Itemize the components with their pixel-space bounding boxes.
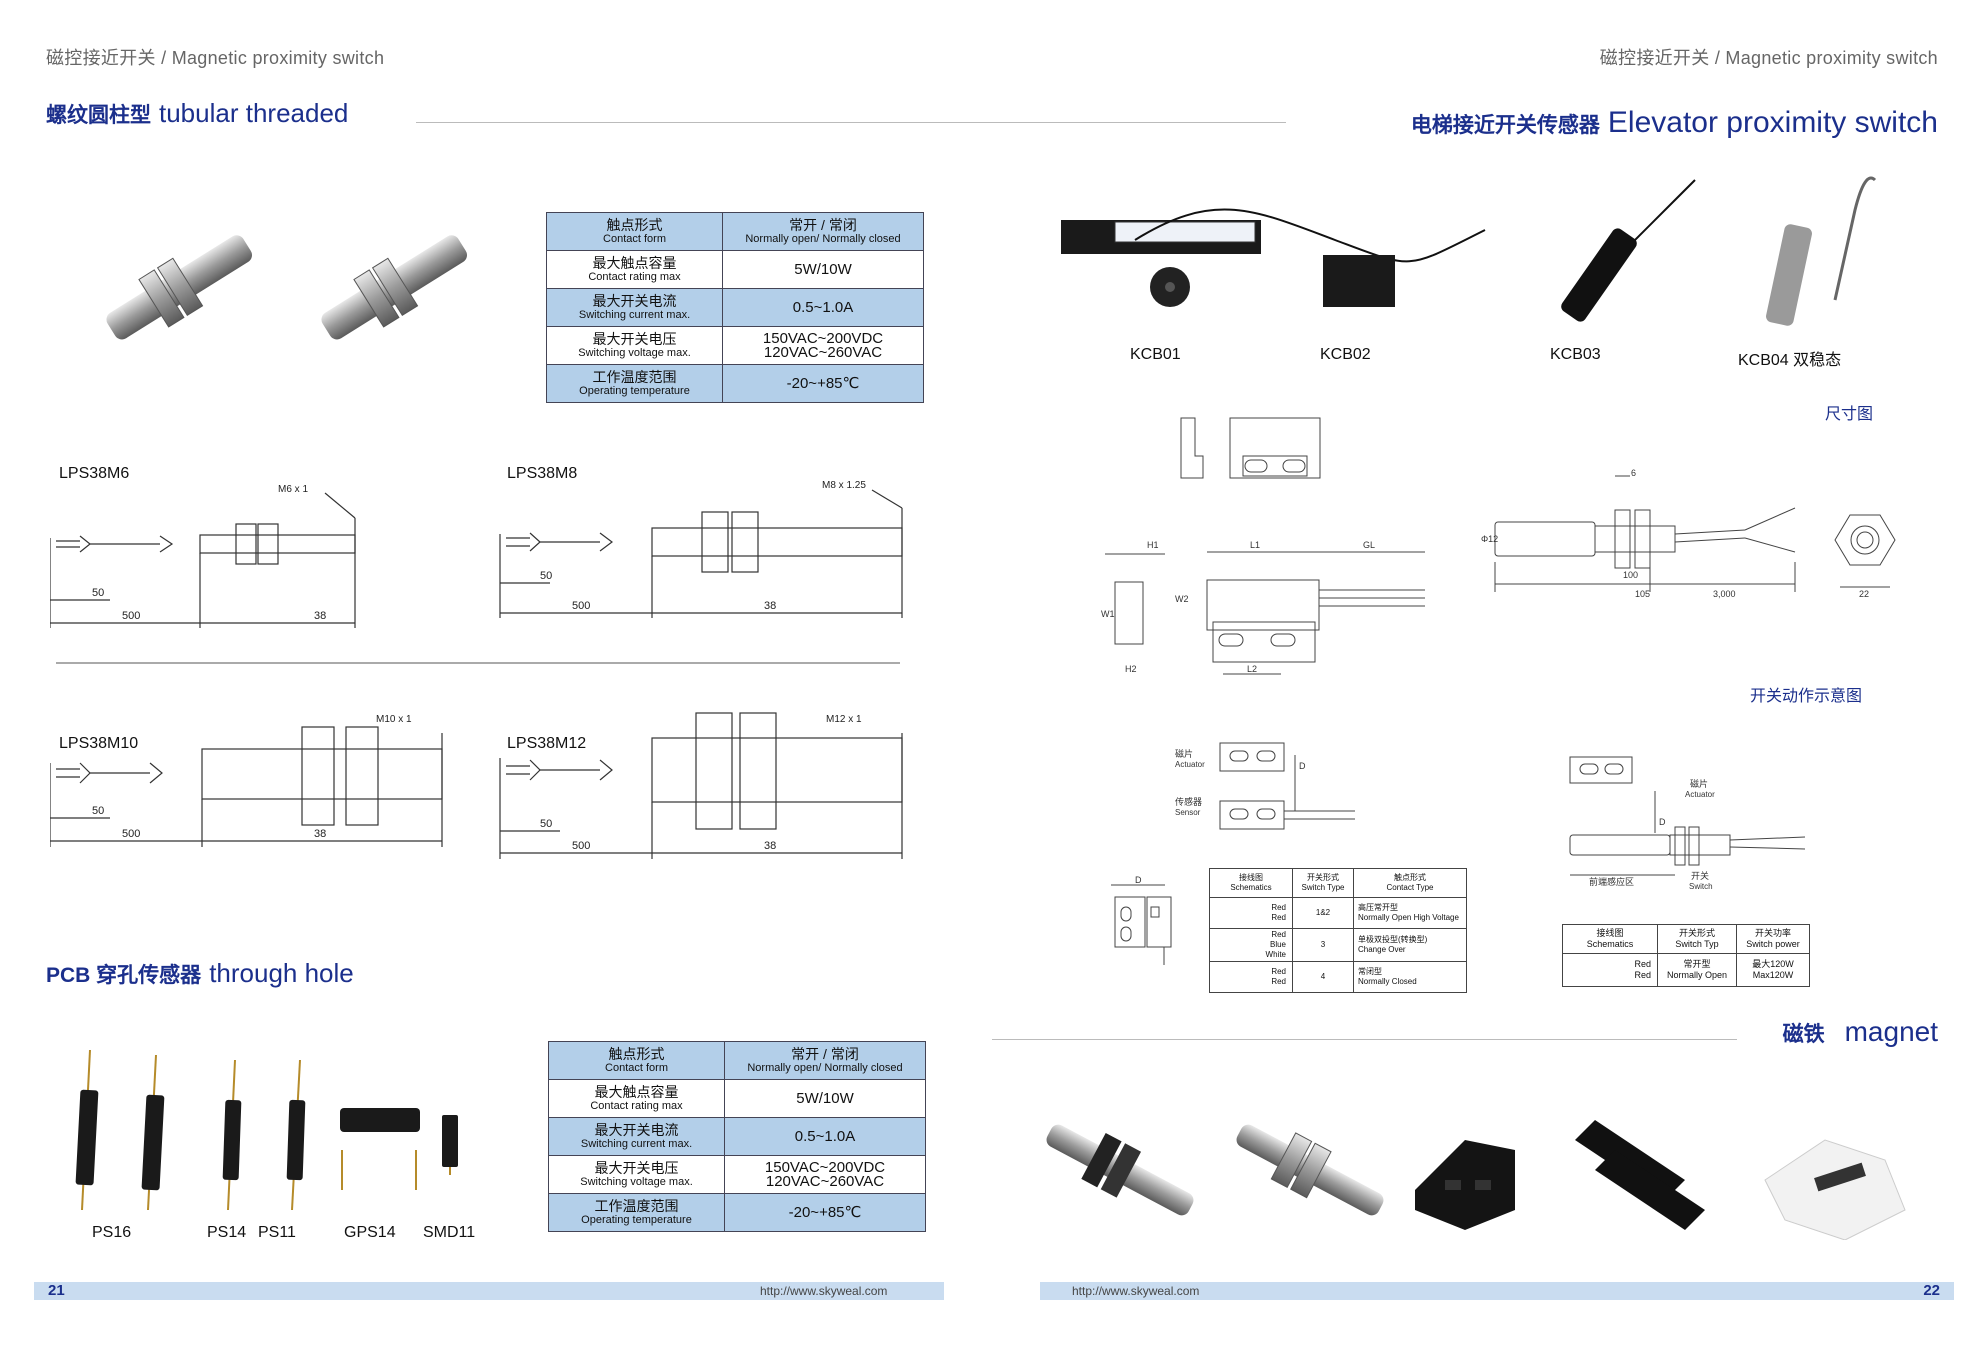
elevator-product-photos — [1061, 176, 1877, 326]
dim-50-m12: 50 — [540, 818, 552, 830]
pcb-model-ps16: PS16 — [92, 1224, 132, 1241]
action-sensor-zh: 传感器 — [1175, 796, 1202, 807]
model-label-lps38m8: LPS38M8 — [507, 465, 578, 482]
action-sensor-en: Sensor — [1175, 808, 1201, 817]
dim-label-w2: W2 — [1175, 594, 1189, 604]
dim-500-m12: 500 — [572, 840, 590, 852]
tubular-product-photos — [106, 235, 468, 340]
divider-tubular — [416, 122, 1286, 123]
action-d-label: D — [1299, 761, 1306, 771]
model-label-lps38m10: LPS38M10 — [59, 735, 139, 752]
dim-label-w1: W1 — [1101, 609, 1115, 619]
dim-500-m10: 500 — [122, 828, 140, 840]
drawing-lps38m12 — [499, 712, 903, 859]
action-actuator-zh-2: 磁片 — [1690, 778, 1708, 789]
dim-label-l2: L2 — [1247, 664, 1257, 674]
magnet-product-photos — [1046, 1120, 1906, 1240]
header-left: 磁控接近开关 / Magnetic proximity switch — [46, 48, 385, 68]
thread-label-m12: M12 x 1 — [826, 714, 862, 725]
dim-500-m8: 500 — [572, 600, 590, 612]
pcb-model-smd11: SMD11 — [423, 1224, 476, 1241]
tubular-drawings: M6 x 1 50 500 38 M8 x 1.25 50 500 38 M10… — [50, 480, 903, 859]
dim-label-3000: 3,000 — [1713, 589, 1736, 599]
dimension-title: 尺寸图 — [1825, 406, 1874, 423]
elevator-model-kcb01: KCB01 — [1130, 346, 1181, 363]
elevator-model-kcb04: KCB04 双稳态 — [1738, 352, 1842, 369]
model-label-lps38m6: LPS38M6 — [59, 465, 130, 482]
action-diagram-title: 开关动作示意图 — [1750, 688, 1863, 705]
elevator-model-kcb03: KCB03 — [1550, 346, 1601, 363]
pcb-product-photos — [75, 1049, 458, 1211]
action-actuator-en: Actuator — [1175, 760, 1205, 769]
drawing-lps38m8 — [499, 489, 903, 618]
page-number-left: 21 — [48, 1282, 65, 1299]
action-switch-en: Switch — [1689, 882, 1713, 891]
elevator-model-kcb02: KCB02 — [1320, 346, 1371, 363]
dim-50-m8: 50 — [540, 570, 552, 582]
action-diagrams: 磁片 Actuator 传感器 Sensor D D 磁片 Actuator D… — [1111, 742, 1806, 965]
footer-bar-right: http://www.skyweal.com 22 — [1040, 1282, 1954, 1300]
thread-label-m8: M8 x 1.25 — [822, 480, 866, 491]
drawing-lps38m10 — [50, 726, 443, 847]
dim-label-h2: H2 — [1125, 664, 1137, 674]
action-front-zone: 前端感应区 — [1589, 876, 1634, 887]
footer-url-left[interactable]: http://www.skyweal.com — [760, 1284, 888, 1298]
divider-magnet — [992, 1039, 1737, 1040]
action-actuator-zh: 磁片 — [1175, 748, 1193, 759]
dim-50-m6: 50 — [92, 587, 104, 599]
pcb-model-ps14: PS14 — [207, 1224, 247, 1241]
pcb-model-ps11: PS11 — [258, 1224, 296, 1241]
action-d-label-2: D — [1135, 875, 1142, 885]
dim-38-m6: 38 — [314, 610, 326, 622]
dimension-drawings: H1 L1 GL W1 W2 H2 L2 6 Φ12 100 105 3,000… — [1101, 417, 1896, 675]
page-number-right: 22 — [1923, 1282, 1940, 1299]
footer-bar-left: 21 http://www.skyweal.com — [34, 1282, 944, 1300]
action-switch-zh: 开关 — [1691, 870, 1709, 881]
drawing-lps38m6 — [50, 492, 356, 628]
dim-label-100: 100 — [1623, 570, 1638, 580]
thread-label-m10: M10 x 1 — [376, 714, 412, 725]
action-d-label-3: D — [1659, 817, 1666, 827]
dim-label-105: 105 — [1635, 589, 1650, 599]
dim-label-phi12: Φ12 — [1481, 534, 1498, 544]
thread-label-m6: M6 x 1 — [278, 484, 308, 495]
dim-label-6: 6 — [1631, 468, 1636, 478]
dim-500-m6: 500 — [122, 610, 140, 622]
pcb-model-gps14: GPS14 — [344, 1224, 396, 1241]
footer-url-right[interactable]: http://www.skyweal.com — [1072, 1284, 1200, 1298]
dim-label-22: 22 — [1859, 589, 1869, 599]
dim-label-gl: GL — [1363, 540, 1375, 550]
header-right: 磁控接近开关 / Magnetic proximity switch — [1599, 48, 1938, 68]
dim-38-m12: 38 — [764, 840, 776, 852]
model-label-lps38m12: LPS38M12 — [507, 735, 587, 752]
dim-50-m10: 50 — [92, 805, 104, 817]
dim-label-h1: H1 — [1147, 540, 1159, 550]
dim-label-l1: L1 — [1250, 540, 1260, 550]
dim-38-m8: 38 — [764, 600, 776, 612]
action-actuator-en-2: Actuator — [1685, 790, 1715, 799]
dim-38-m10: 38 — [314, 828, 326, 840]
